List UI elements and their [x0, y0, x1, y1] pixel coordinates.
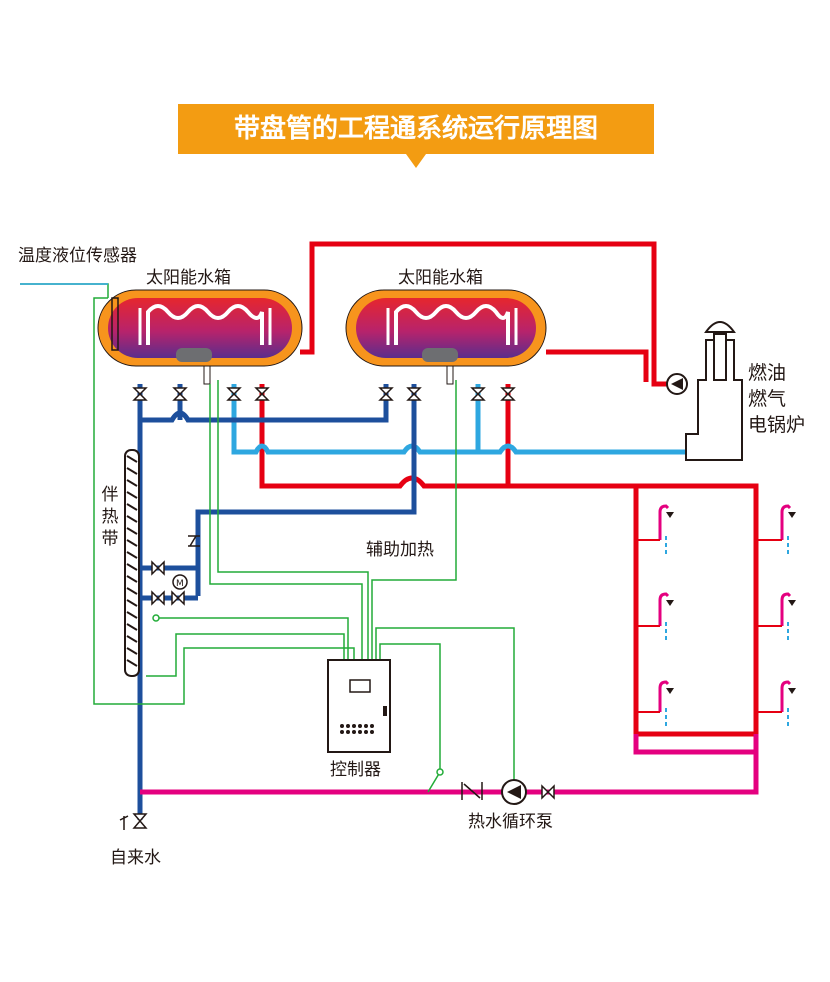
boiler-label-line2: 燃气 — [748, 388, 787, 410]
title-banner: 带盘管的工程通系统运行原理图 — [178, 104, 654, 154]
shower-icon — [658, 504, 792, 712]
controller-label: 控制器 — [330, 760, 381, 780]
circulation-pipes — [140, 734, 759, 795]
pump-label: 热水循环泵 — [468, 812, 553, 832]
controller-box — [327, 659, 391, 753]
sensor-label: 温度液位传感器 — [18, 246, 137, 266]
boiler-unit — [685, 321, 743, 461]
check-valve-icon — [119, 535, 483, 830]
solar-tank-right — [345, 289, 547, 367]
heat-trace-band — [124, 449, 140, 677]
chimney-icon — [704, 321, 736, 333]
pump-icon — [666, 373, 688, 395]
pump-icon — [501, 779, 527, 805]
heat-trace-label: 伴热带 — [101, 485, 119, 549]
boiler-label: 燃油 燃气 电锅炉 — [748, 360, 805, 438]
boiler-label-line3: 电锅炉 — [748, 414, 806, 436]
aux-heat-label: 辅助加热 — [366, 540, 434, 560]
motor-valve-icon: M — [172, 574, 188, 590]
tank-right-label: 太阳能水箱 — [398, 268, 483, 288]
solar-tank-left — [97, 289, 303, 367]
page-title: 带盘管的工程通系统运行原理图 — [233, 114, 598, 144]
boiler-label-line1: 燃油 — [748, 362, 787, 384]
level-probe-left — [203, 365, 211, 385]
valve-icon — [132, 387, 555, 829]
sensor-probe — [111, 297, 119, 351]
tank-left-label: 太阳能水箱 — [146, 268, 231, 288]
title-arrow — [406, 154, 426, 168]
svg-text:M: M — [176, 579, 184, 589]
level-probe-right — [446, 365, 454, 385]
tap-water-label: 自来水 — [110, 848, 161, 868]
signal-wires — [20, 283, 515, 794]
